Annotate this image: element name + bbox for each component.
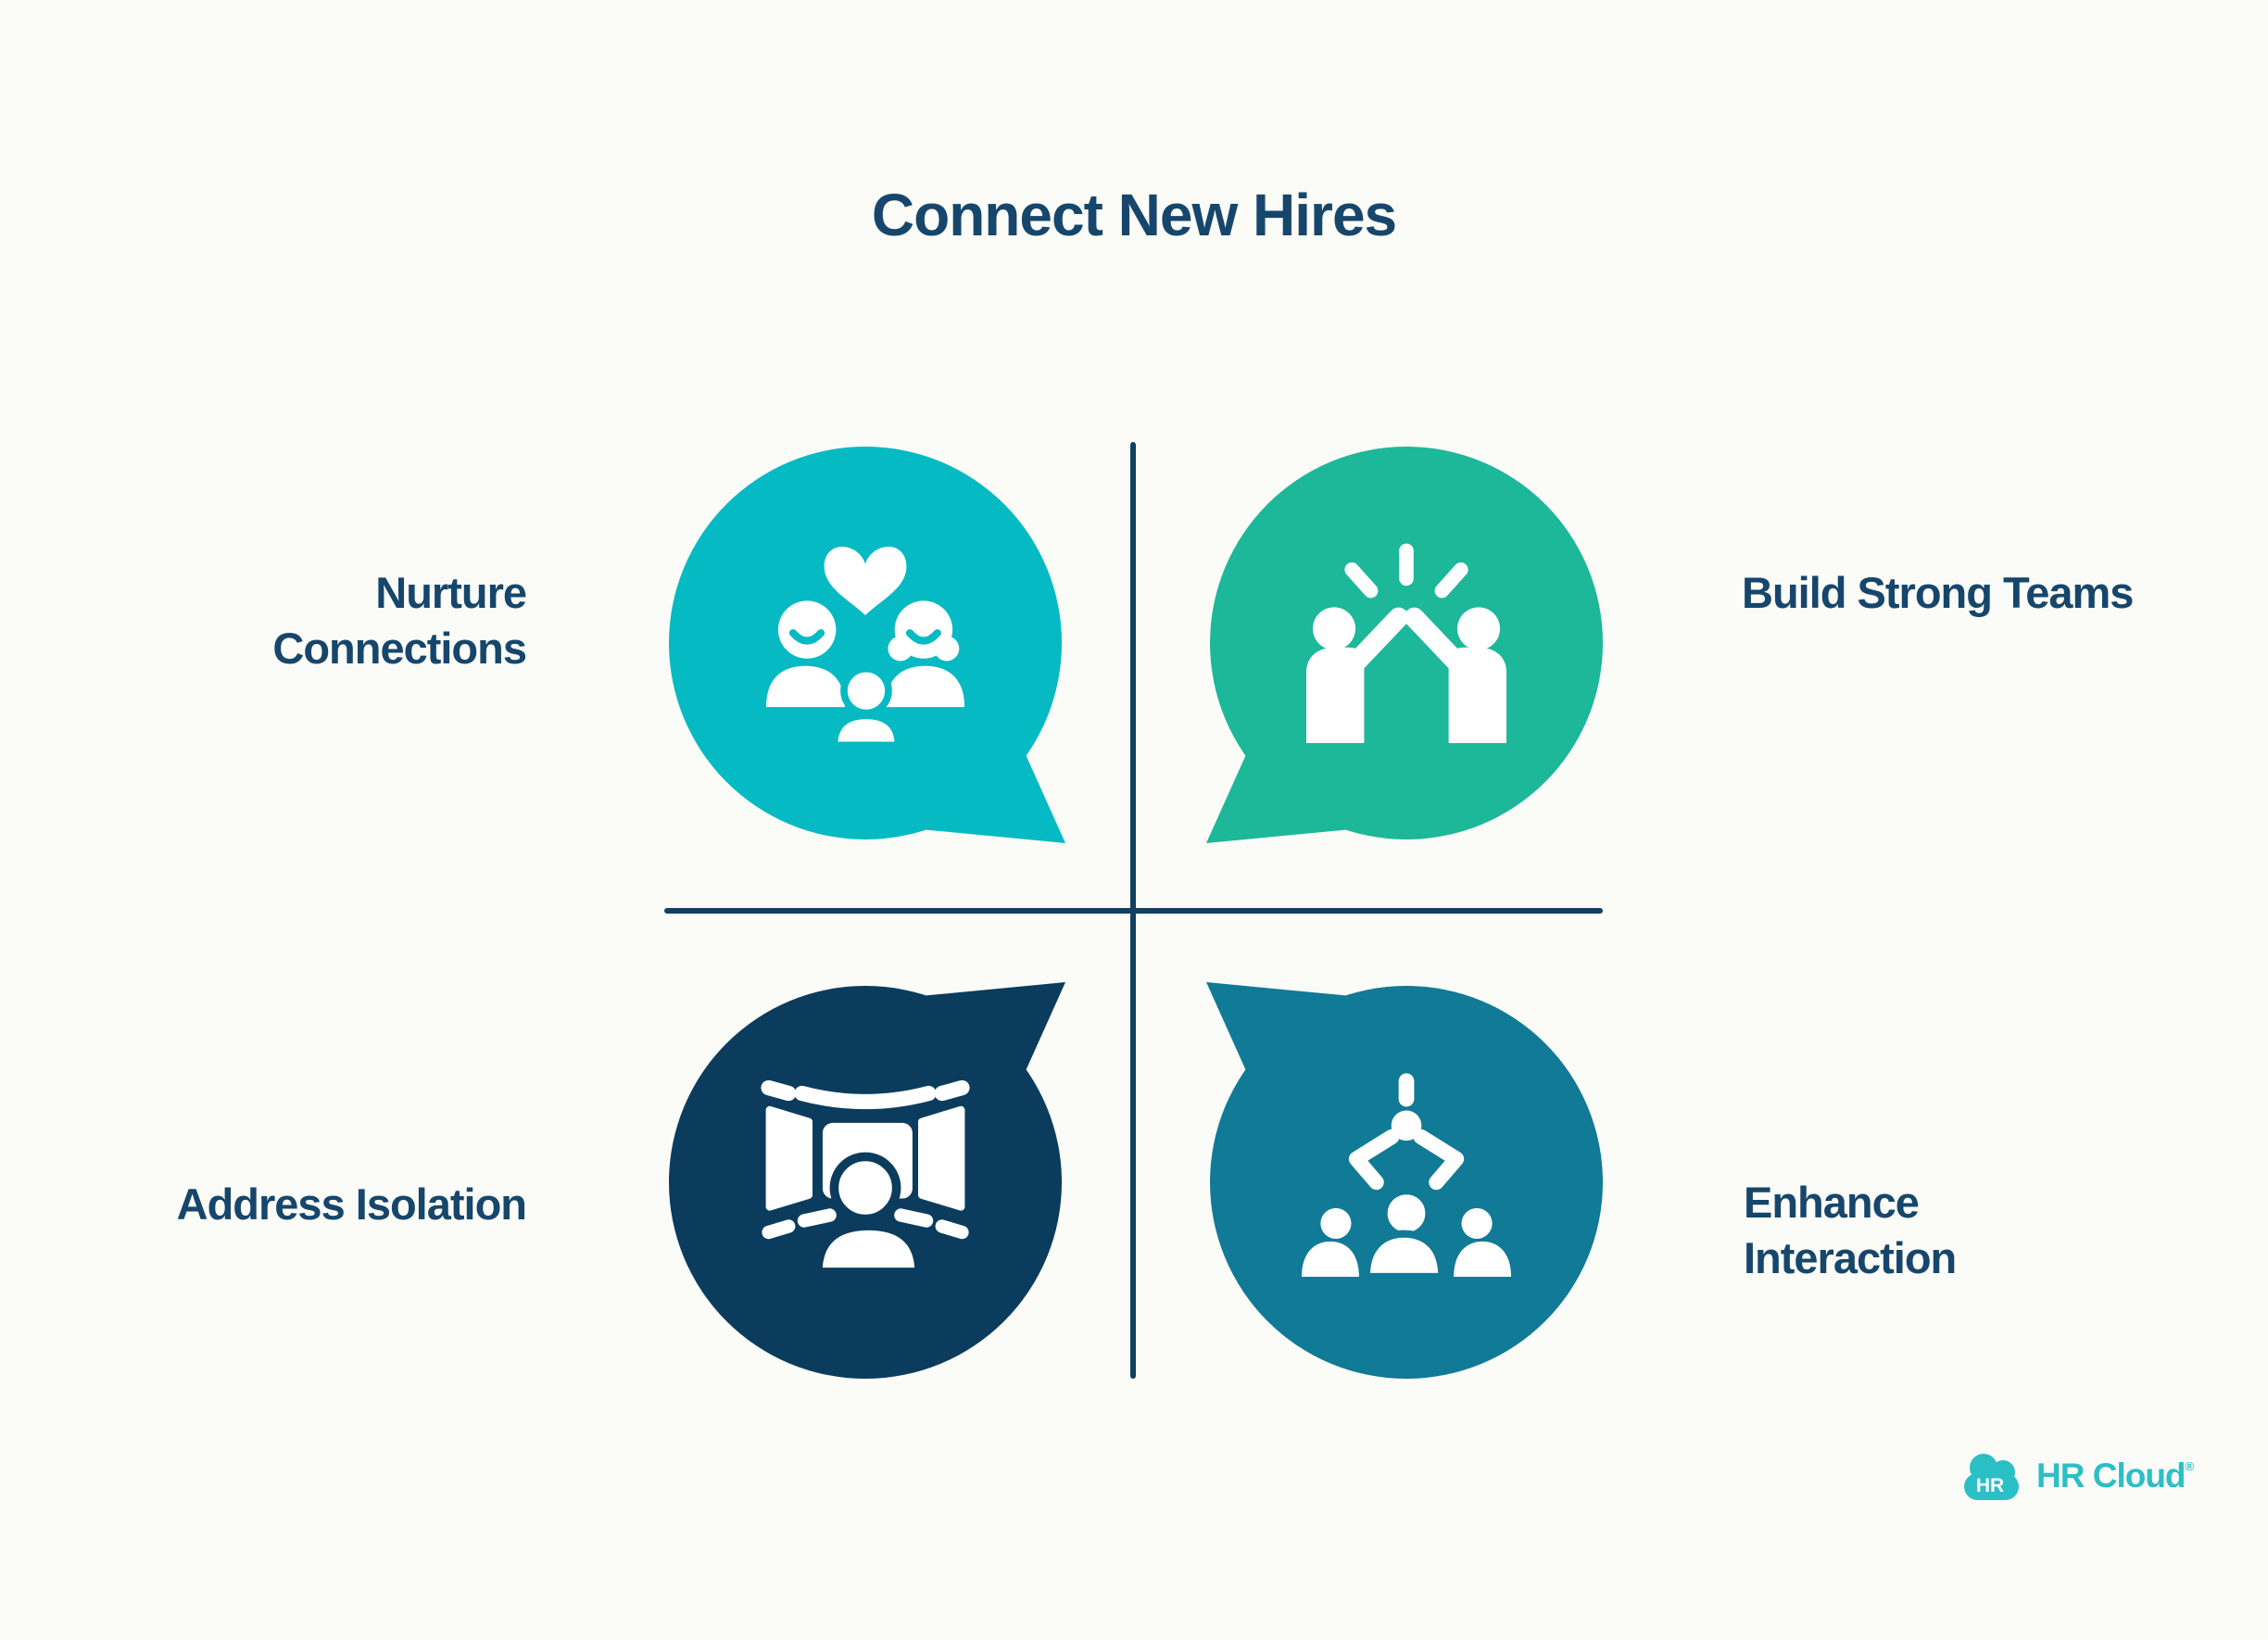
- label-line: Address Isolation: [176, 1180, 527, 1229]
- speech-bubble-icon: [1206, 982, 1603, 1379]
- label-build-strong-teams: Build Strong Teams: [1742, 565, 2134, 621]
- page-title: Connect New Hires: [871, 181, 1397, 248]
- hr-cloud-badge-icon: HR: [1962, 1449, 2023, 1503]
- brand-name: HR Cloud: [2036, 1457, 2186, 1495]
- label-address-isolation: Address Isolation: [176, 1177, 527, 1232]
- hr-badge-text: HR: [1976, 1475, 2004, 1496]
- registered-trademark-symbol: ®: [2185, 1459, 2195, 1473]
- quadrant-nurture-connections: [669, 447, 1077, 854]
- label-line: Connections: [272, 624, 527, 673]
- high-five-icon: [1306, 543, 1506, 743]
- label-line: Enhance: [1744, 1178, 1920, 1227]
- label-line: Nurture: [375, 568, 527, 617]
- quadrant-address-isolation: [669, 971, 1077, 1379]
- hr-cloud-brand-text: HR Cloud®: [2036, 1457, 2194, 1495]
- speech-bubble-icon: [669, 447, 1065, 843]
- video-conference-icon: [761, 1079, 970, 1277]
- hr-cloud-logo: HR HR Cloud®: [1962, 1449, 2194, 1503]
- label-line: Build Strong Teams: [1742, 568, 2134, 617]
- horizontal-divider-line: [664, 908, 1603, 914]
- quadrant-enhance-interaction: [1195, 971, 1603, 1379]
- label-line: Interaction: [1744, 1233, 1957, 1282]
- label-enhance-interaction: Enhance Interaction: [1744, 1175, 1957, 1286]
- quadrant-build-strong-teams: [1195, 447, 1603, 854]
- label-nurture-connections: Nurture Connections: [272, 565, 527, 676]
- family-love-icon: [765, 546, 965, 750]
- claw-machine-team-icon: [1301, 1073, 1512, 1281]
